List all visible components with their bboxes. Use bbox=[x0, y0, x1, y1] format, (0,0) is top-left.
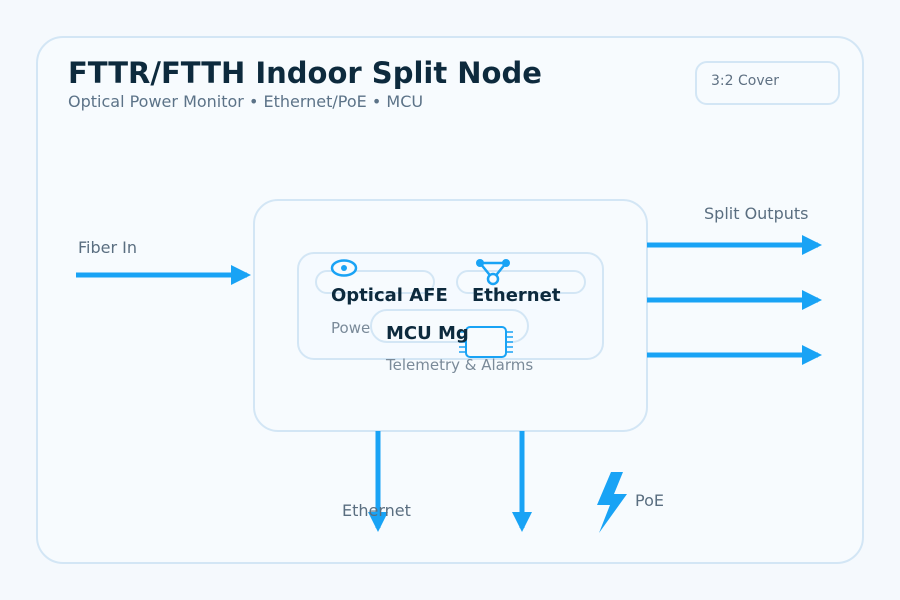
page-subtitle: Optical Power Monitor • Ethernet/PoE • M… bbox=[68, 92, 424, 111]
cover-badge: 3:2 Cover bbox=[695, 61, 840, 105]
page-title: FTTR/FTTH Indoor Split Node bbox=[68, 56, 542, 90]
poe-label: PoE bbox=[635, 491, 664, 510]
network-topology-icon bbox=[476, 259, 510, 286]
fiber-in-label: Fiber In bbox=[78, 238, 138, 257]
ethernet-module-title: Ethernet bbox=[472, 285, 561, 306]
split-outputs-label: Split Outputs bbox=[704, 204, 809, 223]
lightning-bolt-icon bbox=[597, 472, 627, 533]
ethernet-port-label: Ethernet bbox=[342, 501, 411, 520]
chip-icon bbox=[459, 326, 513, 358]
mcu-subtitle: Telemetry & Alarms bbox=[386, 356, 534, 374]
eye-icon bbox=[330, 259, 358, 277]
optical-afe-title: Optical AFE bbox=[331, 285, 448, 306]
mcu-title: MCU Mg bbox=[386, 323, 469, 344]
optical-afe-subtitle: Powe bbox=[331, 319, 371, 337]
